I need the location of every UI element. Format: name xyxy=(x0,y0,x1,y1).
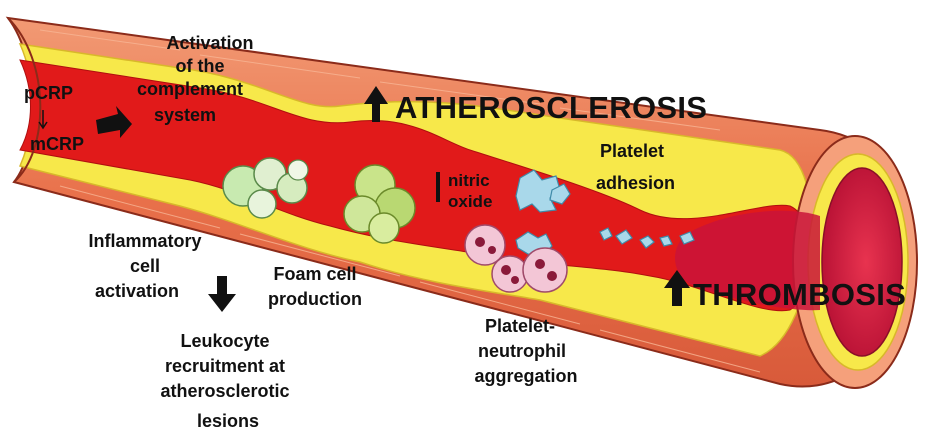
label-thrombosis: THROMBOSIS xyxy=(693,277,906,312)
label-platelet: Platelet xyxy=(600,141,664,161)
label-leukocyte-1: Leukocyte xyxy=(180,331,269,351)
label-atherosclerosis: ATHEROSCLEROSIS xyxy=(395,90,707,125)
label-foam-cell-1: Foam cell xyxy=(273,264,356,284)
inhibit-bar-icon xyxy=(436,172,440,202)
label-mcrp: mCRP xyxy=(30,134,84,154)
label-leukocyte-3: atherosclerotic xyxy=(160,381,289,401)
label-complement-1: Activation xyxy=(166,33,253,53)
label-leukocyte-2: recruitment at xyxy=(165,356,285,376)
arrow-down-icon xyxy=(208,276,236,312)
label-leukocyte-4: lesions xyxy=(197,411,259,431)
vessel-opening-lumen xyxy=(822,168,902,356)
label-platelet-neutrophil-2: neutrophil xyxy=(478,341,566,361)
label-nitric: nitric xyxy=(448,171,490,190)
label-inflammatory-3: activation xyxy=(95,281,179,301)
label-platelet-neutrophil-3: aggregation xyxy=(474,366,577,386)
label-foam-cell-2: production xyxy=(268,289,362,309)
label-pcrp: pCRP xyxy=(24,83,73,103)
label-complement-4: system xyxy=(154,105,216,125)
label-oxide: oxide xyxy=(448,192,492,211)
label-inflammatory-2: cell xyxy=(130,256,160,276)
label-complement-2: of the xyxy=(176,56,225,76)
label-platelet-neutrophil-1: Platelet- xyxy=(485,316,555,336)
label-adhesion: adhesion xyxy=(596,173,675,193)
label-inflammatory-1: Inflammatory xyxy=(88,231,201,251)
label-complement-3: complement xyxy=(137,79,243,99)
